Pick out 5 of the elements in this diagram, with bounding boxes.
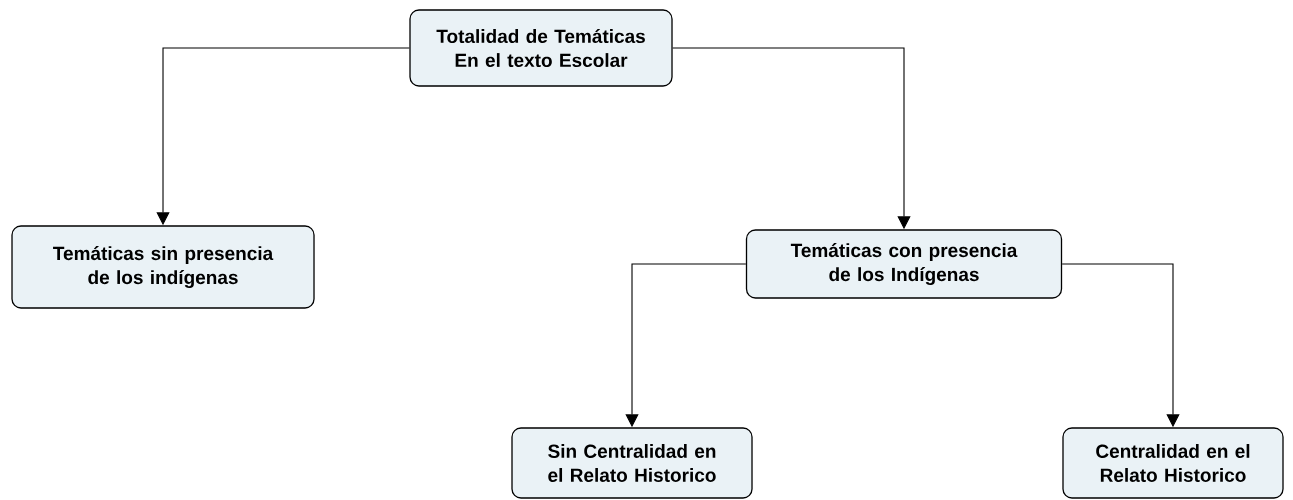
process-box: Centralidad en el Relato Historico (1062, 427, 1284, 499)
process-box: Temáticas sin presencia de los indígenas (11, 225, 315, 309)
process-box: Temáticas con presencia de los Indígenas (745, 229, 1063, 299)
process-box: Sin Centralidad en el Relato Historico (511, 427, 753, 499)
process-box: Totalidad de Temáticas En el texto Escolar (409, 9, 673, 87)
